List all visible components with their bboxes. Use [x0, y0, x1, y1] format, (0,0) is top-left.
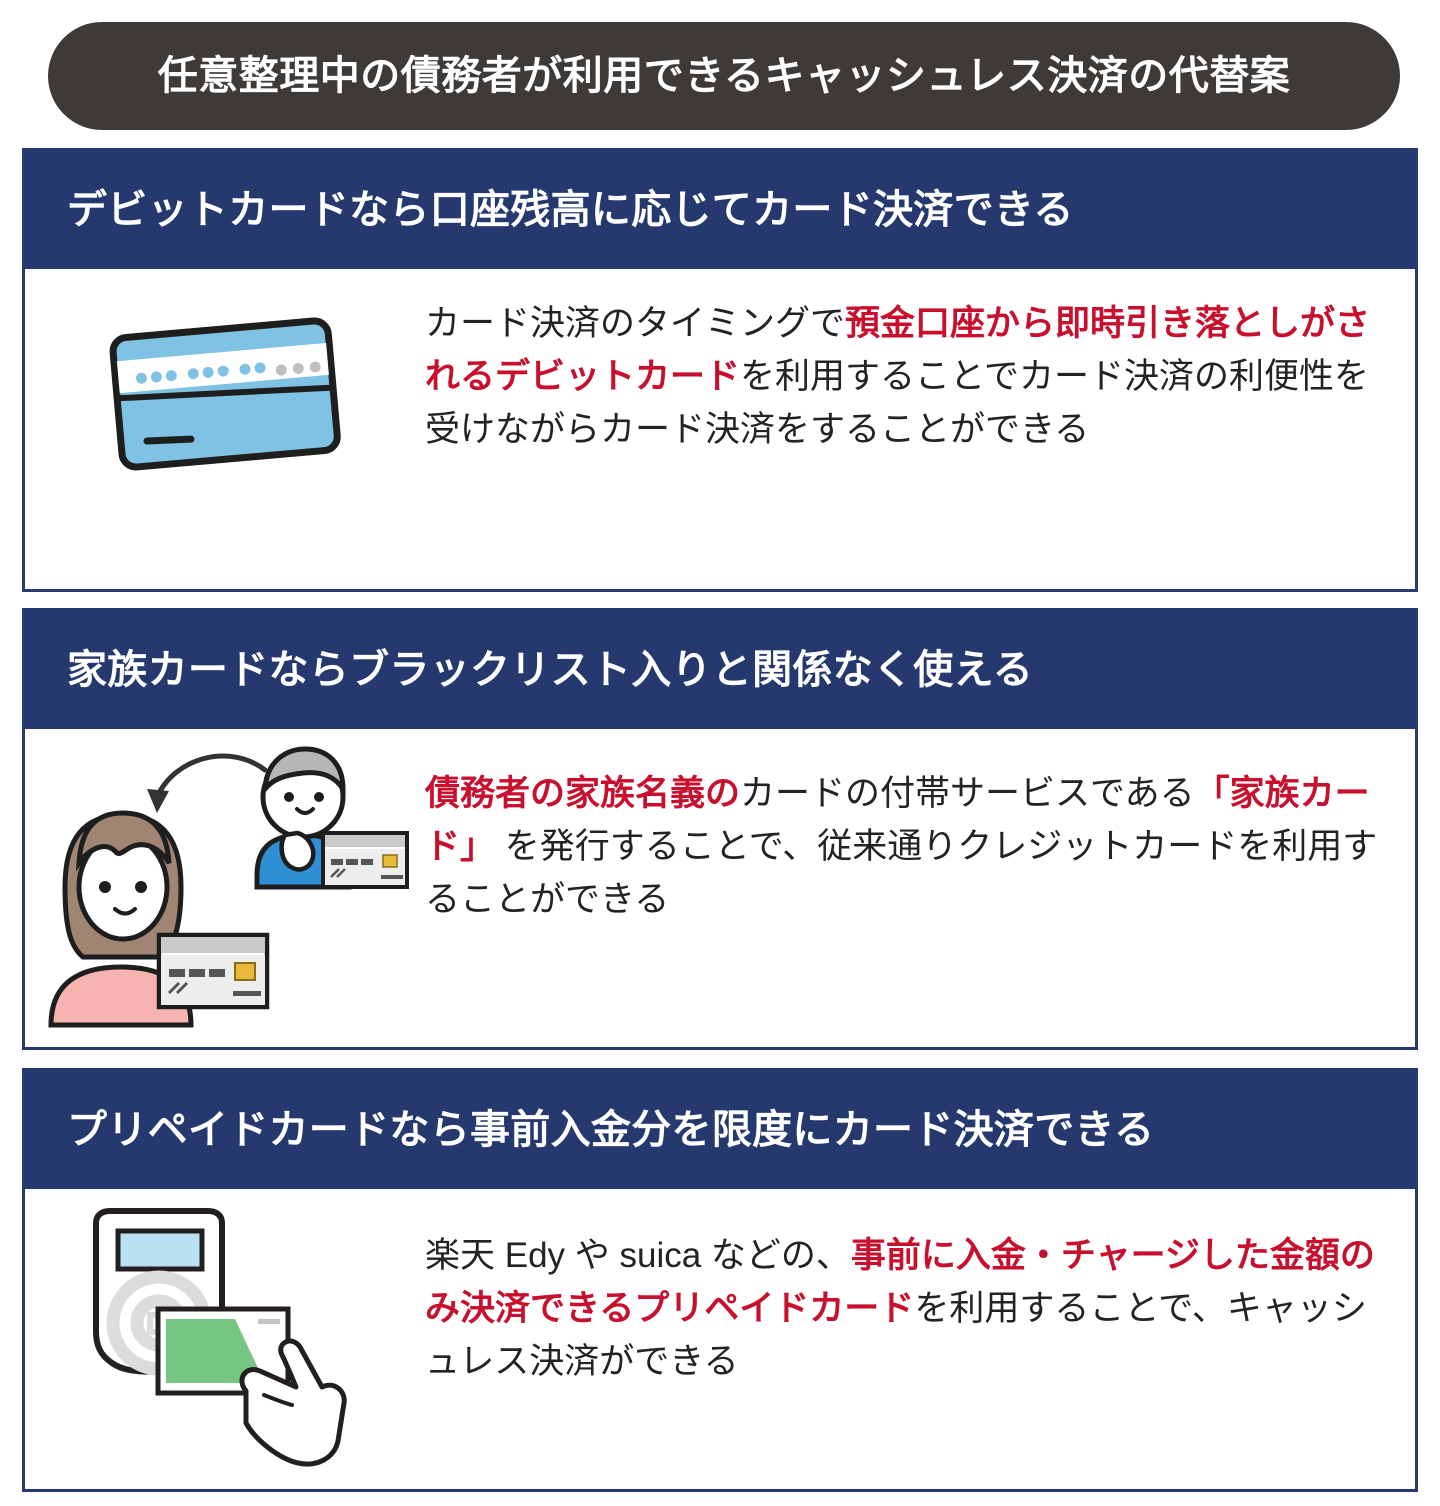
section-body-text-prepaid-card: 楽天 Edy や suica などの、事前に入金・チャージした金額のみ決済できる…	[425, 1199, 1415, 1389]
family-two-people-with-cards-icon	[48, 746, 409, 1028]
section-body-family-card: 債務者の家族名義のカードの付帯サービスである「家族カード」 を発行することで、従…	[25, 729, 1415, 1047]
section-header-label: プリペイドカードなら事前入金分を限度にカード決済できる	[67, 1108, 1155, 1152]
credit-card-icon-woman	[156, 932, 270, 1010]
section-header-debit-card: デビットカードなら口座残高に応じてカード決済できる	[25, 151, 1415, 269]
section-header-label: デビットカードなら口座残高に応じてカード決済できる	[67, 188, 1074, 232]
body-run-highlight-1: 預金口座から即時引き落としがされるデビットカード	[425, 304, 1371, 397]
section-body-debit-card: カード決済のタイミングで預金口座から即時引き落としがされるデビットカードを利用す…	[25, 269, 1415, 589]
family-card-figure	[25, 735, 425, 1035]
debit-card-figure	[25, 287, 425, 487]
body-run-plain-2: を利用することで、キャッシュレス決済ができる	[425, 1289, 1367, 1382]
page-title-pill: 任意整理中の債務者が利用できるキャッシュレス決済の代替案	[48, 22, 1400, 130]
section-header-family-card: 家族カードならブラックリスト入りと関係なく使える	[25, 611, 1415, 729]
section-body-prepaid-card: 楽天 Edy や suica などの、事前に入金・チャージした金額のみ決済できる…	[25, 1189, 1415, 1489]
credit-card-icon-man	[321, 831, 409, 889]
body-run-plain-1: 楽天 Edy や suica などの、	[425, 1236, 851, 1275]
body-run-highlight-1: 事前に入金・チャージした金額のみ決済できるプリペイドカード	[425, 1236, 1375, 1329]
man-figure	[254, 746, 409, 890]
body-run-highlight-1: 債務者の家族名義の	[425, 774, 741, 813]
woman-figure	[48, 810, 270, 1028]
section-body-text-family-card: 債務者の家族名義のカードの付帯サービスである「家族カード」 を発行することで、従…	[425, 735, 1415, 927]
page-title: 任意整理中の債務者が利用できるキャッシュレス決済の代替案	[157, 54, 1291, 98]
body-run-plain-2: を発行することで、従来通りクレジットカードを利用することができる	[425, 827, 1378, 920]
body-run-plain-1: カード決済のタイミングで	[425, 304, 846, 343]
section-card-debit-card: デビットカードなら口座残高に応じてカード決済できる	[22, 148, 1418, 592]
contactless-terminal-with-hand-icon	[93, 1208, 347, 1467]
hand-icon	[239, 1338, 347, 1467]
body-run-plain-2: を利用することでカード決済の利便性を受けながらカード決済をすることができる	[425, 357, 1369, 450]
body-run-plain-1: カードの付帯サービスである	[740, 774, 1195, 813]
prepaid-card-figure	[25, 1199, 425, 1470]
section-header-label: 家族カードならブラックリスト入りと関係なく使える	[67, 648, 1033, 692]
body-run-highlight-2: 「家族カード」	[425, 774, 1370, 867]
section-header-prepaid-card: プリペイドカードなら事前入金分を限度にカード決済できる	[25, 1071, 1415, 1189]
curved-arrow-icon	[147, 753, 268, 813]
debit-card-icon	[109, 317, 341, 471]
section-body-text-debit-card: カード決済のタイミングで預金口座から即時引き落としがされるデビットカードを利用す…	[425, 287, 1415, 457]
section-card-family-card: 家族カードならブラックリスト入りと関係なく使える	[22, 608, 1418, 1050]
section-card-prepaid-card: プリペイドカードなら事前入金分を限度にカード決済できる	[22, 1068, 1418, 1492]
